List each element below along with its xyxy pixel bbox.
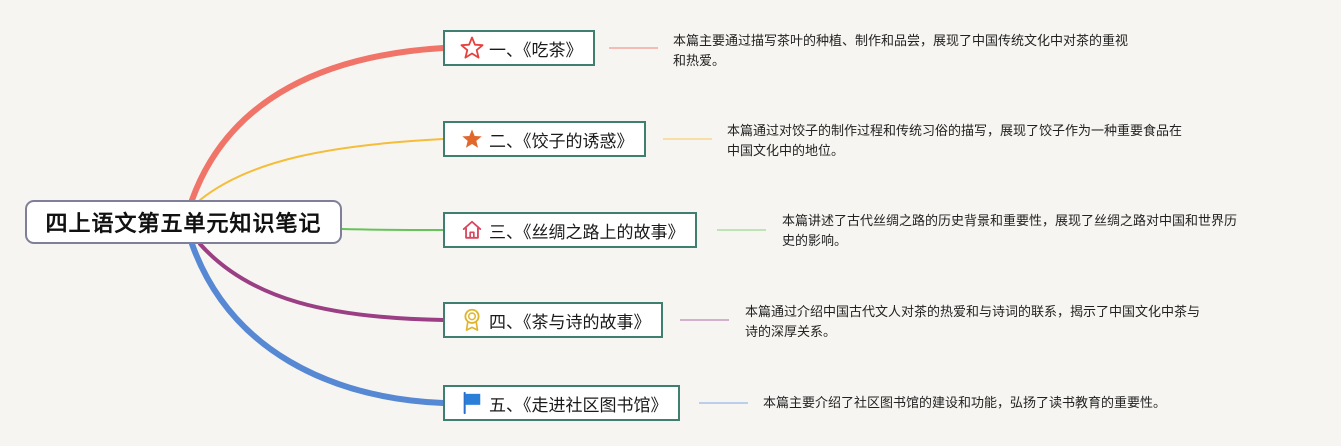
topic-4-label: 四、《茶与诗的故事》 [489,312,651,333]
note-4: 本篇通过介绍中国古代文人对茶的热爱和与诗词的联系，揭示了中国文化中茶与 诗的深厚… [745,303,1200,343]
note-1-line-1: 本篇主要通过描写茶叶的种植、制作和品尝，展现了中国传统文化中对茶的重视 [673,34,1129,49]
branch-connector-5 [189,241,446,406]
award-ribbon-icon [459,307,485,333]
topic-1-label: 一、《吃茶》 [489,40,583,61]
note-5-line-1: 本篇主要介绍了社区图书馆的建设和功能，弘扬了读书教育的重要性。 [763,396,1167,411]
topic-3[interactable]: 三、《丝绸之路上的故事》 [443,212,697,248]
note-1-line-2: 和热爱。 [673,54,726,69]
topic-2[interactable]: 二、《饺子的诱惑》 [443,121,646,157]
note-3: 本篇讲述了古代丝绸之路的历史背景和重要性，展现了丝绸之路对中国和世界历 史的影响… [782,212,1237,252]
branch-connector-3 [341,228,444,231]
flag-icon [459,390,485,416]
note-2: 本篇通过对饺子的制作过程和传统习俗的描写，展现了饺子作为一种重要食品在 中国文化… [727,122,1182,162]
branch-connector-1 [189,45,446,203]
house-icon [459,217,485,243]
note-4-line-2: 诗的深厚关系。 [745,325,837,340]
branch-connector-4 [198,242,445,322]
note-4-line-1: 本篇通过介绍中国古代文人对茶的热爱和与诗词的联系，揭示了中国文化中茶与 [745,305,1201,320]
topic-4[interactable]: 四、《茶与诗的故事》 [443,302,663,338]
topic-1[interactable]: 一、《吃茶》 [443,30,595,66]
topic-5[interactable]: 五、《走进社区图书馆》 [443,385,680,421]
note-3-line-1: 本篇讲述了古代丝绸之路的历史背景和重要性，展现了丝绸之路对中国和世界历 [782,214,1238,229]
topic-2-label: 二、《饺子的诱惑》 [489,131,634,152]
note-5: 本篇主要介绍了社区图书馆的建设和功能，弘扬了读书教育的重要性。 [763,394,1166,414]
note-3-line-2: 史的影响。 [782,234,848,249]
central-topic[interactable]: 四上语文第五单元知识笔记 [25,200,342,244]
branch-connector-2 [199,138,444,201]
topic-5-label: 五、《走进社区图书馆》 [489,395,668,416]
central-topic-label: 四上语文第五单元知识笔记 [45,212,322,237]
note-2-line-1: 本篇通过对饺子的制作过程和传统习俗的描写，展现了饺子作为一种重要食品在 [727,124,1183,139]
star-outline-icon [459,35,485,61]
topic-3-label: 三、《丝绸之路上的故事》 [489,222,685,243]
note-2-line-2: 中国文化中的地位。 [727,144,845,159]
star-filled-icon [459,126,485,152]
note-1: 本篇主要通过描写茶叶的种植、制作和品尝，展现了中国传统文化中对茶的重视 和热爱。 [673,32,1128,72]
